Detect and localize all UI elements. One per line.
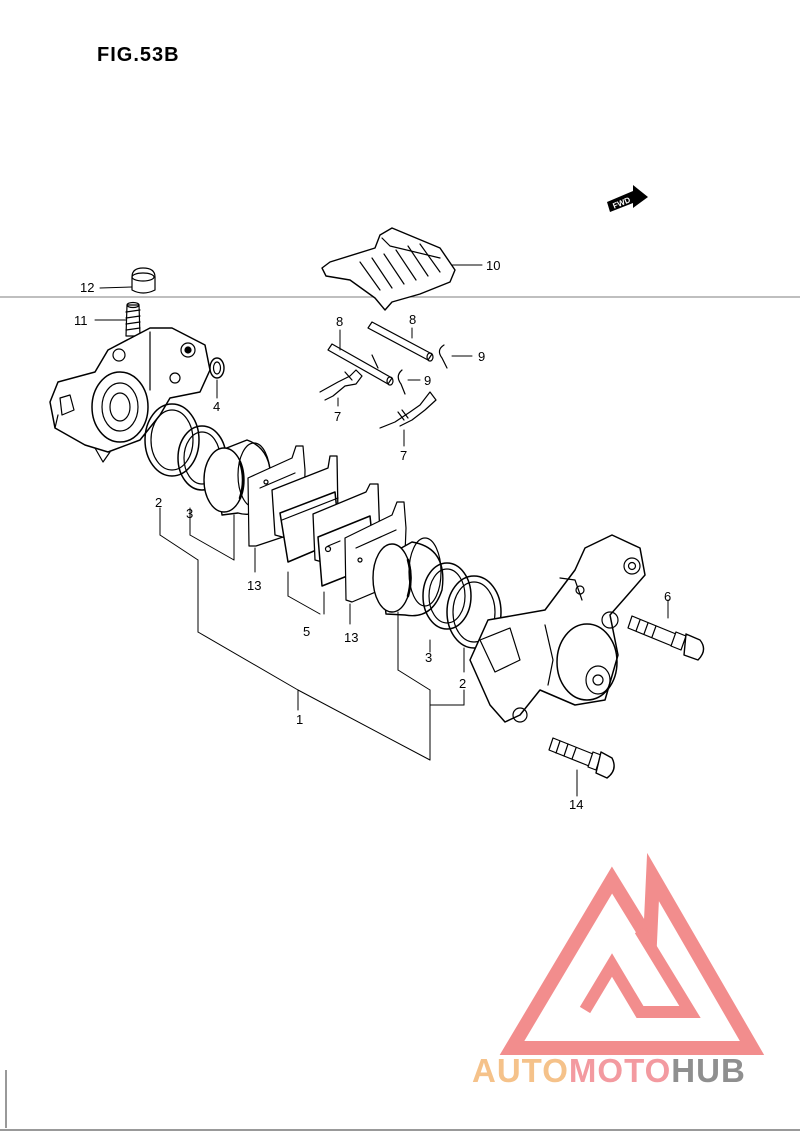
o-ring-part-4 bbox=[209, 357, 225, 379]
callout-11: 11 bbox=[74, 313, 88, 328]
callout-labels: 1 2 2 3 3 4 5 6 7 7 8 8 9 9 10 11 12 13 … bbox=[74, 258, 671, 812]
dust-seal-part-3-right bbox=[422, 562, 472, 630]
caliper-half-right bbox=[469, 534, 646, 723]
callout-12: 12 bbox=[80, 280, 94, 295]
pad-cover-part-10 bbox=[321, 227, 456, 311]
watermark-part-hub: HUB bbox=[671, 1052, 746, 1089]
callout-4: 4 bbox=[213, 399, 220, 414]
svg-text:FWD: FWD bbox=[611, 195, 631, 210]
callout-7-left: 7 bbox=[334, 409, 341, 424]
watermark-part-auto: AUTO bbox=[472, 1052, 569, 1089]
piston-seal-part-2-right bbox=[446, 575, 502, 649]
watermark-part-moto: MOTO bbox=[568, 1052, 672, 1089]
callout-7-right: 7 bbox=[400, 448, 407, 463]
forward-arrow-icon: FWD bbox=[607, 185, 648, 212]
callout-3-left: 3 bbox=[186, 506, 193, 521]
callout-5: 5 bbox=[303, 624, 310, 639]
callout-8-right: 8 bbox=[409, 312, 416, 327]
callout-1: 1 bbox=[296, 712, 303, 727]
callout-3-right: 3 bbox=[425, 650, 432, 665]
mounting-bolt-part-6 bbox=[627, 615, 705, 661]
callout-8-left: 8 bbox=[336, 314, 343, 329]
callout-13-right: 13 bbox=[344, 630, 358, 645]
callout-9-left: 9 bbox=[424, 373, 431, 388]
pin-clip-part-9-right bbox=[438, 344, 448, 369]
piston-seal-part-2-left bbox=[144, 403, 200, 477]
callout-10: 10 bbox=[486, 258, 500, 273]
joint-bolt-part-14 bbox=[548, 737, 615, 779]
callout-9-right: 9 bbox=[478, 349, 485, 364]
watermark-triangle-logo bbox=[499, 852, 765, 1055]
watermark-text: AUTOMOTOHUB bbox=[472, 1052, 746, 1090]
piston-right bbox=[372, 537, 444, 617]
bleeder-cap-part-12 bbox=[131, 267, 156, 294]
caliper-half-left bbox=[49, 327, 211, 463]
bleeder-valve-part-11 bbox=[125, 301, 141, 337]
pad-pin-part-8-left bbox=[327, 343, 394, 386]
pad-spring-part-7-right bbox=[379, 391, 437, 429]
callout-13-left: 13 bbox=[247, 578, 261, 593]
callout-14: 14 bbox=[569, 797, 583, 812]
callout-2-right: 2 bbox=[459, 676, 466, 691]
pad-spring-part-7-left bbox=[319, 369, 363, 401]
callout-6: 6 bbox=[664, 589, 671, 604]
leader-lines bbox=[94, 264, 669, 797]
callout-2-left: 2 bbox=[155, 495, 162, 510]
pin-clip-part-9-left bbox=[397, 369, 406, 395]
figure-title: FIG.53B bbox=[97, 44, 180, 66]
pad-pin-part-8-right bbox=[367, 321, 434, 362]
